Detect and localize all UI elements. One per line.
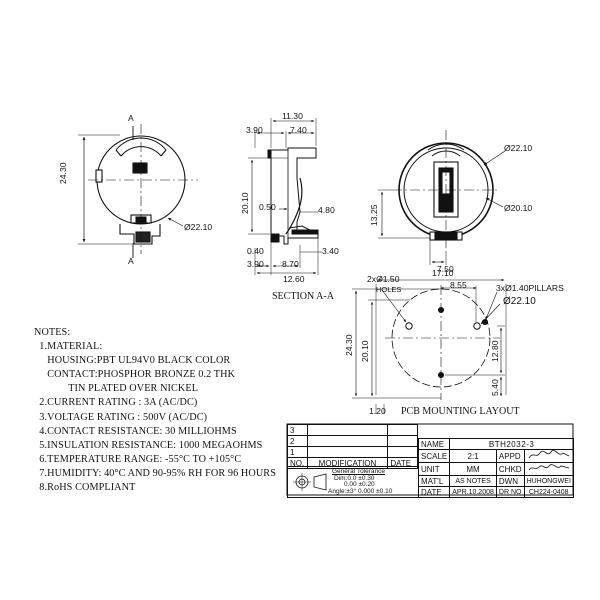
section-dim-top: 11.30 (282, 111, 303, 121)
section-caption: SECTION A-A (272, 291, 334, 302)
pcb-dim-height: 24.30 (344, 334, 354, 356)
revision-table: 3 2 1 NO. MODIFICATION DATE (287, 424, 418, 469)
pcb-dim-bottom: 5.40 (490, 379, 500, 396)
pcb-dim-total: 17.10 (432, 268, 454, 278)
notes-line: HOUSING:PBT UL94V0 BLACK COLOR (34, 355, 231, 367)
pcb-holes-label: 2xØ1.50 (367, 274, 400, 284)
material-label: MAT'L (417, 475, 451, 487)
pcb-dim-diameter: Ø22.10 (503, 296, 536, 307)
front-dim-height: 24.30 (58, 162, 68, 184)
pcb-dim-offset: 1.20 (369, 406, 386, 416)
pcb-layout (352, 278, 507, 414)
section-dim-height: 20.10 (240, 192, 250, 214)
name-value: BTH2032-3 (449, 438, 574, 450)
pcb-holes-word: HOLES (376, 285, 402, 294)
dwn-value: HUHONGWEI (523, 475, 574, 487)
projection-symbol-icon (293, 473, 327, 491)
section-dim-gap: 0.50 (259, 202, 276, 212)
section-dim-mid-top: 7.40 (290, 125, 307, 135)
chkd-label: CHKD (495, 462, 525, 476)
tolerance-dim1: Dim:0.0 ±0.30 (334, 475, 375, 482)
scale-label: SCALE (417, 449, 451, 463)
front-dim-diameter: Ø22.10 (184, 222, 213, 232)
section-dim-inner: 4.80 (318, 205, 335, 215)
tolerance-box: General Tolerance Dim:0.0 ±0.30 0.00 ±0.… (287, 466, 419, 498)
right-dim-height: 13.25 (369, 204, 379, 226)
tolerance-title: General Tolerance (332, 468, 385, 475)
notes-line: 3.VOLTAGE RATING : 500V (AC/DC) (34, 411, 208, 423)
notes-line: 6.TEMPERATURE RANGE: -55°C TO +105°C (34, 453, 242, 465)
date-value: APR.10.2008 (449, 486, 497, 498)
notes-line: TIN PLATED OVER NICKEL (34, 383, 199, 395)
material-value: AS NOTES (449, 475, 497, 487)
notes-line: 2.CURRENT RATING : 3A (AC/DC) (34, 397, 198, 409)
section-dim-bottom-small: 0.40 (247, 246, 264, 256)
notes-block: NOTES: 1.MATERIAL: HOUSING:PBT UL94V0 BL… (34, 326, 284, 495)
right-dim-dia-inner: Ø20.10 (504, 203, 533, 213)
signature-scribble-icon (528, 449, 569, 459)
section-dim-total: 12.60 (283, 274, 305, 284)
front-view (78, 124, 198, 258)
notes-line: 4.CONTACT RESISTANCE: 30 MILLIOHMS (34, 425, 237, 437)
pcb-dim-half: 8.55 (450, 280, 467, 290)
right-view (378, 130, 506, 265)
appd-label: APPD (495, 449, 525, 463)
tolerance-dim3: Angle:±3° 0.000 ±0.10 (328, 488, 393, 495)
unit-value: MM (449, 462, 497, 476)
drno-label: DR NO (495, 486, 525, 498)
dwn-label: DWN (495, 475, 525, 487)
rev-no: 2 (287, 435, 308, 447)
unit-label: UNIT (417, 462, 451, 476)
chkd-signature (523, 462, 574, 476)
notes-line: CONTACT:PHOSPHOR BRONZE 0.2 THK (34, 369, 236, 381)
notes-line: 8.RoHS COMPLIANT (34, 482, 136, 494)
pcb-dim-right: 12.80 (490, 340, 500, 362)
notes-line: 1.MATERIAL: (34, 341, 103, 353)
notes-title: NOTES: (34, 327, 71, 338)
name-label: NAME (417, 438, 451, 450)
section-view (248, 118, 322, 275)
title-info-table: NAME BTH2032-3 SCALE 2:1 APPD UNIT MM CH… (417, 438, 574, 498)
date-label: DATE (417, 486, 451, 498)
tolerance-dim2: 0.00 ±0.20 (344, 481, 375, 488)
appd-signature (523, 449, 574, 463)
rev-no: 1 (287, 446, 308, 458)
right-dim-dia-outer: Ø22.10 (504, 143, 533, 153)
section-dim-left-top: 3.90 (246, 125, 263, 135)
signature-scribble-icon (528, 464, 569, 471)
notes-line: 5.INSULATION RESISTANCE: 1000 MEGAOHMS (34, 439, 263, 451)
rev-no: 3 (287, 424, 308, 436)
section-dim-bottom-right: 3.40 (322, 246, 339, 256)
right-dim-width: 7.50 (437, 264, 454, 274)
scale-value: 2:1 (449, 449, 497, 463)
pcb-pillars-label: 3xØ1.40PILLARS (496, 283, 564, 293)
pcb-caption: PCB MOUNTING LAYOUT (401, 406, 520, 417)
front-section-mark-top: A (128, 113, 134, 123)
section-dim-bottom-mid: 8.70 (282, 259, 299, 269)
front-section-mark-bottom: A (128, 256, 134, 266)
drno-value: CH224-0408 (523, 486, 574, 498)
pcb-dim-mid: 20.10 (360, 340, 370, 362)
section-dim-bottom-left: 3.90 (247, 259, 264, 269)
notes-line: 7.HUMIDITY: 40°C AND 90-95% RH FOR 96 HO… (34, 467, 276, 479)
